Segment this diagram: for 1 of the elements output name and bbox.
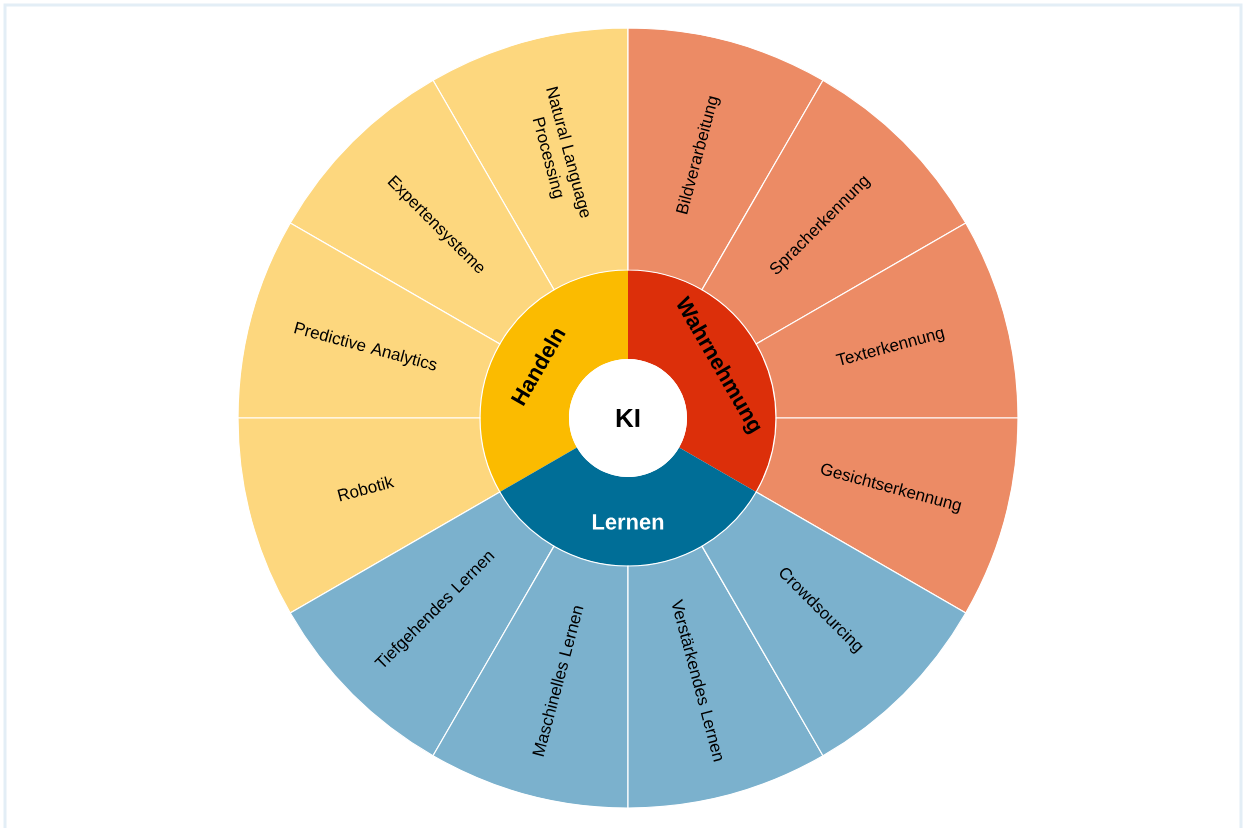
ring-segment: Lernen bbox=[499, 447, 757, 566]
